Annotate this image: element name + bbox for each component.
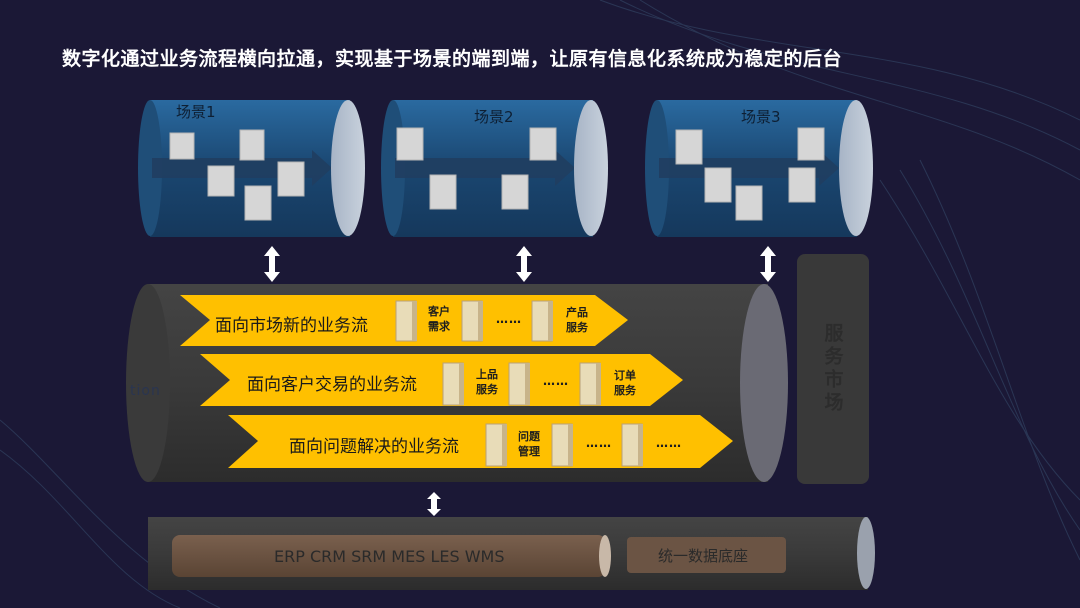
faint-text: tion <box>130 383 161 399</box>
flow-item-2-2: …… <box>543 374 569 388</box>
base-cylinder <box>148 517 875 590</box>
data-base-label: 统一数据底座 <box>658 545 748 566</box>
flow-item-1-3: 产品服务 <box>566 305 588 335</box>
scene-label-2: 场景2 <box>474 106 514 127</box>
flow-item-1-1: 客户需求 <box>428 304 450 334</box>
flow-item-3-2: …… <box>586 436 612 450</box>
flow-label-3: 面向问题解决的业务流 <box>289 432 459 457</box>
flow-label-1: 面向市场新的业务流 <box>215 311 368 336</box>
flow-item-3-1: 问题管理 <box>518 429 540 459</box>
systems-label: ERP CRM SRM MES LES WMS <box>274 547 505 566</box>
service-market-label: 服务市场 <box>797 254 869 484</box>
flow-item-2-3: 订单服务 <box>614 368 636 398</box>
scene-label-1: 场景1 <box>176 101 216 122</box>
flow-item-2-1: 上品服务 <box>476 367 498 397</box>
flow-item-1-2: …… <box>496 312 522 326</box>
flow-item-3-3: …… <box>656 436 682 450</box>
flow-label-2: 面向客户交易的业务流 <box>247 370 417 395</box>
scene-label-3: 场景3 <box>741 106 781 127</box>
